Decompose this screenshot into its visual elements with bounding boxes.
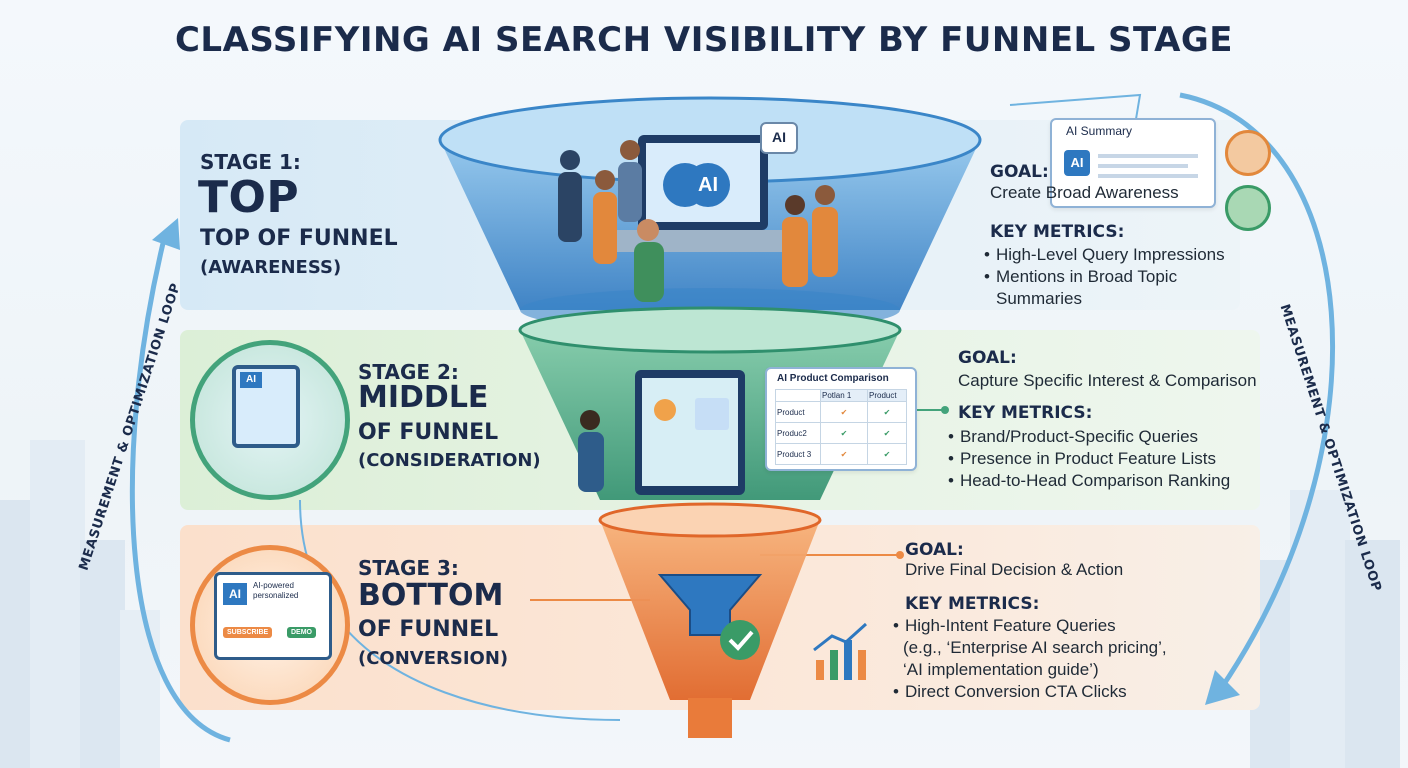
stage-3-phase: (CONVERSION) [358, 648, 509, 669]
ai-bubble-label: AI [772, 129, 786, 145]
stage-1-metrics-heading: KEY METRICS: [990, 222, 1125, 242]
laptop-ai-label: AI [698, 174, 718, 196]
avatar-man [1225, 185, 1271, 231]
stage-3-ai-badge: AI [223, 583, 247, 605]
metric-item: Presence in Product Feature Lists [948, 448, 1268, 470]
stage-2-label: STAGE 2: [358, 360, 459, 384]
stage-3-goal: Drive Final Decision & Action [905, 560, 1124, 579]
stage-3-metrics-heading: KEY METRICS: [905, 594, 1040, 614]
table-row-label: Product [775, 401, 821, 423]
laptop-ai-badge: AI [686, 163, 730, 207]
stage-3-goal-heading: GOAL: [905, 540, 964, 560]
ai-summary-badge: AI [1064, 150, 1090, 176]
comparison-title: AI Product Comparison [777, 373, 889, 384]
ai-summary-card: AI Summary AI [1050, 118, 1216, 208]
stage-2-goal-heading: GOAL: [958, 348, 1017, 368]
avatar-woman [1225, 130, 1271, 176]
table-row-label: Product 3 [775, 443, 821, 465]
stage-2-subtitle: OF FUNNEL [358, 420, 499, 445]
metric-item-detail: ‘AI implementation guide’) [903, 660, 1099, 679]
stage-2-metrics-list: Brand/Product-Specific Queries Presence … [948, 426, 1268, 492]
stage-3-subtitle: OF FUNNEL [358, 617, 499, 642]
stage-1-phase: (AWARENESS) [200, 257, 342, 278]
stage-3-name: BOTTOM [358, 578, 504, 613]
stage-1-label: STAGE 1: [200, 150, 301, 174]
stage-3-screen-text: AI-powered personalized [253, 581, 299, 600]
stage-3-screen: AI AI-powered personalized SUBSCRIBE DEM… [214, 572, 332, 660]
metric-item: Head-to-Head Comparison Ranking [948, 470, 1268, 492]
city-skyline-left [0, 440, 160, 768]
subscribe-button[interactable]: SUBSCRIBE [223, 627, 273, 638]
metric-item-detail: (e.g., ‘Enterprise AI search pricing’, [903, 638, 1167, 657]
stage-2-tablet-ai: AI [240, 372, 262, 388]
metric-item: Mentions in Broad Topic Summaries [984, 266, 1234, 310]
demo-button[interactable]: DEMO [287, 627, 316, 638]
page-title: CLASSIFYING AI SEARCH VISIBILITY BY FUNN… [174, 20, 1234, 60]
ai-summary-title: AI Summary [1066, 124, 1133, 138]
stage-1-goal-heading: GOAL: [990, 162, 1049, 182]
metric-item: High-Intent Feature Queries [893, 615, 1213, 637]
metric-item: Direct Conversion CTA Clicks [893, 681, 1213, 703]
stage-1-subtitle: TOP OF FUNNEL [200, 226, 398, 251]
table-header: Potlan 1 [820, 389, 868, 402]
table-row-label: Produc2 [775, 422, 821, 444]
metric-item: Brand/Product-Specific Queries [948, 426, 1268, 448]
loop-arrow-left [129, 218, 231, 743]
loop-arrow-right [1179, 92, 1336, 705]
stage-2-metrics-heading: KEY METRICS: [958, 403, 1093, 423]
stage-2-phase: (CONSIDERATION) [358, 450, 541, 471]
stage-1-metrics-list: High-Level Query Impressions Mentions in… [984, 244, 1234, 310]
metric-item: High-Level Query Impressions [984, 244, 1234, 266]
comparison-table: Potlan 1 Product Product ✔✔ Produc2 ✔✔ P… [775, 389, 907, 465]
stage-1-goal: Create Broad Awareness [990, 183, 1179, 202]
stage-3-label: STAGE 3: [358, 556, 459, 580]
stage-3-metrics-list: High-Intent Feature Queries (e.g., ‘Ente… [893, 615, 1213, 703]
ai-chat-bubble: AI [760, 122, 798, 154]
stage-2-name: MIDDLE [358, 380, 489, 415]
stage-1-name: TOP [198, 172, 300, 223]
product-comparison-card: AI Product Comparison Potlan 1 Product P… [765, 367, 917, 471]
growth-chart-icon [813, 622, 868, 680]
table-header: Product [867, 389, 907, 402]
stage-2-goal: Capture Specific Interest & Comparison [958, 371, 1257, 390]
